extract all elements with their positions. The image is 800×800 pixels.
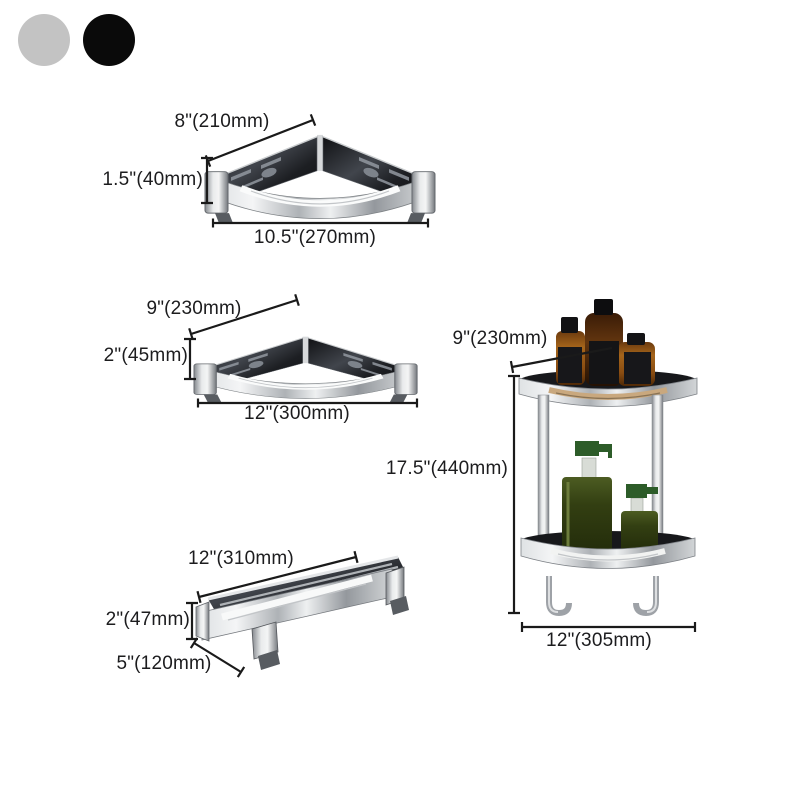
dim-label-small-corner-top-width: 8"(210mm) <box>174 111 270 132</box>
black-swatch[interactable] <box>83 14 135 66</box>
green-bottles <box>562 441 658 555</box>
rect-basket-dimension-lines <box>186 550 359 678</box>
two-tier-caddy-illustration <box>518 299 698 617</box>
two-tier-caddy-dimension-lines <box>508 346 697 632</box>
dim-label-small-corner-front-width: 10.5"(270mm) <box>253 227 377 248</box>
silver-swatch[interactable] <box>18 14 70 66</box>
dim-label-large-corner-front-width: 12"(300mm) <box>244 403 350 424</box>
bottom-hooks <box>546 576 659 617</box>
corner-shelf-large-illustration <box>194 337 417 402</box>
dim-label-rect-basket-depth: 5"(120mm) <box>116 653 212 674</box>
dim-label-large-corner-height: 2"(45mm) <box>103 345 188 366</box>
dim-label-rect-basket-height: 2"(47mm) <box>105 609 190 630</box>
corner-shelf-large-dimension-lines <box>184 293 419 408</box>
rect-basket-illustration <box>195 555 409 670</box>
dim-label-two-tier-top-width: 9"(230mm) <box>452 328 548 349</box>
dim-label-small-corner-height: 1.5"(40mm) <box>102 169 203 190</box>
dim-label-two-tier-base-width: 12"(305mm) <box>546 630 652 651</box>
color-swatches <box>18 14 135 66</box>
dim-label-rect-basket-length: 12"(310mm) <box>188 548 294 569</box>
dim-label-two-tier-height: 17.5"(440mm) <box>385 458 508 479</box>
dim-label-large-corner-top-width: 9"(230mm) <box>146 298 242 319</box>
amber-bottles <box>556 299 655 386</box>
corner-shelf-small-dimension-lines <box>201 113 430 228</box>
